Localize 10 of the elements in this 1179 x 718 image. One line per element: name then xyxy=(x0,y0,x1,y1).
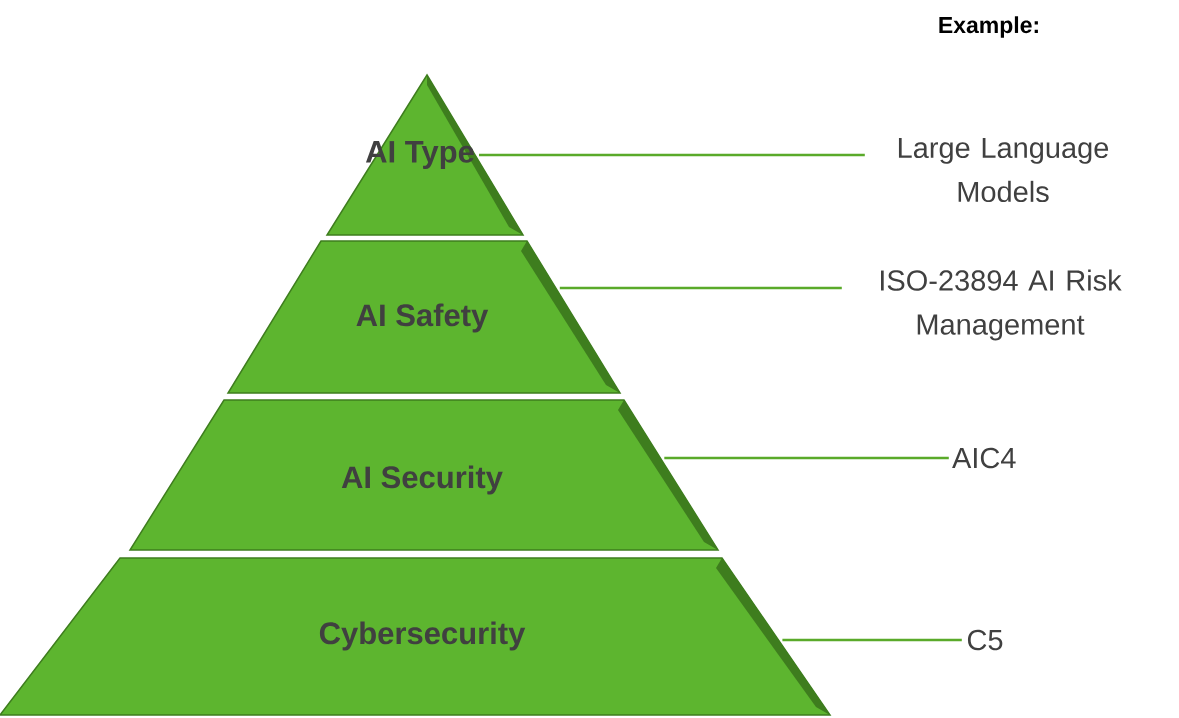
heading: Example: xyxy=(939,16,1038,38)
example-text: AIC4 xyxy=(952,447,1016,469)
example-text: ISO-23894 AI Risk Management xyxy=(881,269,1122,341)
connector-line xyxy=(479,153,865,157)
example-text: Large Language Models xyxy=(898,137,1109,203)
connector-line xyxy=(782,638,962,642)
connector-line xyxy=(664,456,949,460)
connector-line xyxy=(559,286,842,290)
pyramid-band: Cybersecurity xyxy=(0,557,832,716)
example-text: C5 xyxy=(967,629,1003,651)
